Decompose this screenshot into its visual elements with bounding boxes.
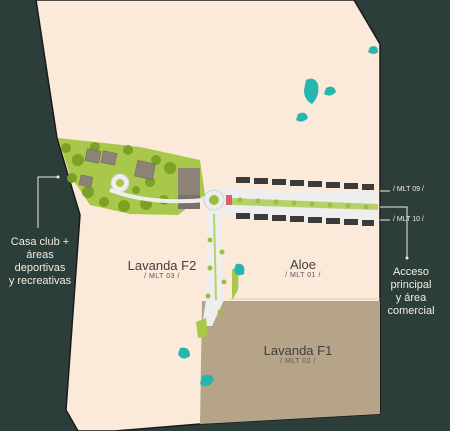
lot-name: Lavanda F1	[263, 343, 333, 358]
club-annotation: Casa club + áreas deportivas y recreativ…	[0, 236, 80, 288]
club-annotation-line: Casa club +	[10, 236, 70, 248]
housing-row-top	[236, 177, 374, 190]
access-leader-line	[380, 206, 408, 258]
road-label-mlt09: / MLT 09 /	[393, 186, 424, 193]
south-road-trees	[205, 237, 227, 315]
green-strip-2	[196, 318, 208, 338]
roundabout-center	[116, 179, 124, 187]
access-roundabout-center	[209, 195, 219, 205]
lot-code: / MLT 03 /	[144, 273, 180, 280]
road-median	[232, 198, 378, 210]
road-label-mlt10: / MLT 10 /	[393, 216, 424, 223]
housing-row-bottom	[236, 213, 374, 226]
club-annotation-line: y recreativas	[8, 275, 72, 287]
access-annotation-line: y área	[395, 292, 427, 304]
access-annotation: Acceso principal y área comercial	[380, 266, 442, 318]
sports-courts	[78, 148, 156, 188]
access-leader-dot	[405, 256, 409, 260]
south-road-median	[213, 213, 217, 301]
access-annotation-line: comercial	[387, 305, 435, 317]
lot-label-lavanda-f1[interactable]: Lavanda F1 / MLT 02 /	[248, 343, 348, 365]
lot-name: Aloe	[289, 257, 317, 272]
access-gate	[226, 195, 232, 205]
lot-code: / MLT 02 /	[280, 358, 316, 365]
road-trees	[237, 197, 369, 210]
water-bodies	[178, 46, 378, 387]
club-leader-dot	[56, 175, 60, 179]
club-road	[109, 188, 207, 204]
lot-lavanda-f1[interactable]	[200, 301, 380, 424]
lot-label-aloe[interactable]: Aloe / MLT 01 /	[268, 257, 338, 279]
lot-name: Lavanda F2	[127, 258, 197, 273]
club-annotation-line: áreas deportivas	[14, 249, 66, 274]
lot-code: / MLT 01 /	[285, 272, 321, 279]
lot-label-lavanda-f2[interactable]: Lavanda F2 / MLT 03 /	[112, 258, 212, 280]
green-strip	[232, 268, 239, 300]
access-annotation-line: Acceso	[392, 266, 430, 278]
club-leader-line	[37, 176, 58, 228]
access-annotation-line: principal	[390, 279, 432, 291]
